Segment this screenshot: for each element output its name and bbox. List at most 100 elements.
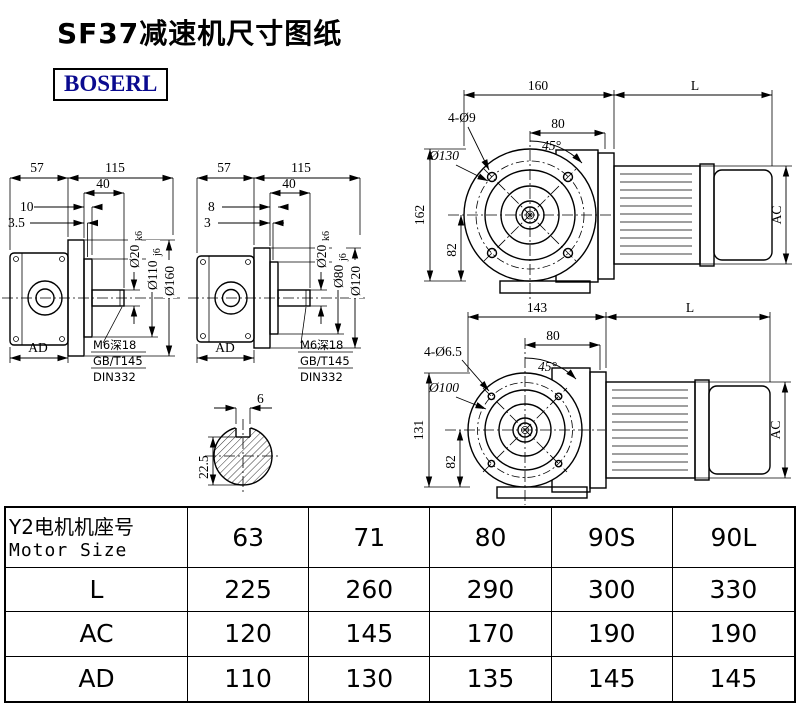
dim-depth: 22.5 [196, 455, 211, 479]
table-cell: 225 [188, 568, 310, 613]
page-title: SF37减速机尺寸图纸 [57, 17, 343, 50]
svg-text:k6: k6 [134, 231, 145, 241]
svg-text:131: 131 [411, 420, 426, 440]
shaft-cross-section: 6 22.5 [196, 391, 281, 494]
dim-AC: AC [768, 421, 783, 440]
tap-note-1: M6深18 [300, 338, 343, 352]
motor-mount-plate [597, 152, 615, 280]
bolt-hole [486, 247, 498, 259]
dim-AD: AD [215, 340, 235, 355]
dim-flange-dia: Ø120 [348, 260, 363, 298]
dim-131: 131 [411, 420, 426, 440]
svg-text:Ø110: Ø110 [145, 260, 160, 290]
dimension-table: Y2电机机座号 Motor Size 63 71 80 90S 90L L 22… [4, 506, 796, 703]
bolt-hole [487, 392, 496, 401]
table-cell: 110 [188, 656, 310, 701]
svg-text:Ø120: Ø120 [348, 266, 363, 296]
output-shaft [277, 289, 311, 307]
dim-115: 115 [105, 160, 125, 175]
bolt-hole [487, 459, 496, 468]
tap-note-1: M6深18 [93, 338, 136, 352]
motor-fins [612, 389, 688, 471]
bolt-hole [554, 459, 563, 468]
motor-size-label-en: Motor Size [9, 539, 128, 561]
dim-L: L [686, 300, 694, 315]
tap-note-2: GB/T145 [93, 354, 143, 368]
dim-40: 40 [282, 176, 296, 191]
dim-L: L [691, 78, 699, 93]
svg-text:j6: j6 [338, 253, 349, 262]
dim-80: 80 [551, 116, 565, 131]
table-cell: 260 [309, 568, 431, 613]
fan-cowl [708, 385, 771, 475]
dim-3-5: 3.5 [8, 215, 25, 230]
dim-82: 82 [443, 455, 458, 469]
svg-text:82: 82 [443, 455, 458, 469]
dim-angle: 45° [542, 138, 562, 153]
table-cell: 190 [672, 612, 794, 657]
dim-holes: 4-Ø6.5 [424, 344, 462, 359]
bolt-hole [554, 392, 563, 401]
bolt-hole [562, 171, 574, 183]
table-header-motor-size: Y2电机机座号 Motor Size [6, 508, 188, 568]
svg-text:AC: AC [768, 421, 783, 440]
assembly-view-bottom: 143 L 80 4-Ø6.5 45° Ø100 131 82 AC [411, 300, 791, 505]
fan-cowl [713, 169, 773, 261]
dim-115: 115 [291, 160, 311, 175]
motor-size-90L: 90L [672, 508, 794, 568]
svg-text:22.5: 22.5 [196, 455, 211, 479]
table-cell: 145 [709, 664, 758, 694]
dim-bolt-circle: Ø130 [428, 148, 459, 163]
table-cell: 120 [188, 612, 310, 657]
svg-text:AC: AC [769, 206, 784, 225]
svg-text:Ø20: Ø20 [314, 245, 329, 268]
table-cell: 300 [551, 568, 673, 613]
tap-note-2: GB/T145 [300, 354, 350, 368]
svg-text:k6: k6 [321, 231, 332, 241]
dim-10: 10 [20, 199, 34, 214]
assembly-view-top: 160 L 4-Ø9 80 45° Ø130 162 82 AC [412, 78, 792, 300]
svg-text:162: 162 [412, 205, 427, 225]
motor-size-80: 80 [430, 508, 552, 568]
svg-text:82: 82 [444, 243, 459, 257]
bolt-hole [562, 247, 574, 259]
table-cell: 145 [552, 656, 673, 701]
svg-text:Ø80: Ø80 [331, 265, 346, 288]
dim-143: 143 [527, 300, 548, 315]
row-label-L: L [6, 568, 188, 613]
table-cell: 170 [430, 612, 552, 657]
dim-80: 80 [546, 328, 560, 343]
svg-text:j6: j6 [152, 248, 163, 257]
motor-size-label-cn: Y2电机机座号 [9, 514, 134, 539]
bolt-circle [477, 382, 573, 478]
motor-fins [620, 173, 692, 255]
dim-160: 160 [528, 78, 549, 93]
dim-AC: AC [769, 206, 784, 225]
row-label-AC: AC [6, 612, 188, 657]
svg-text:Ø20: Ø20 [127, 245, 142, 268]
housing [196, 255, 255, 343]
housing-foot [496, 486, 588, 499]
table-cell: 130 [309, 656, 431, 701]
dim-AD: AD [28, 340, 48, 355]
technical-drawing-canvas: 160 L 4-Ø9 80 45° Ø130 162 82 AC [2, 78, 792, 505]
output-shaft [91, 289, 125, 307]
dim-57: 57 [217, 160, 231, 175]
svg-text:Ø160: Ø160 [162, 266, 177, 296]
dim-57: 57 [30, 160, 44, 175]
row-label-AD: AD [6, 656, 188, 701]
dim-spigot-dia: Ø110 j6 [145, 240, 163, 292]
table-cell: 290 [430, 568, 552, 613]
brand-logo: BOSERL [53, 68, 169, 101]
table-cell: 190 [551, 612, 673, 657]
dim-angle: 45° [538, 359, 558, 374]
dim-key-width: 6 [257, 391, 264, 406]
dim-162: 162 [412, 205, 427, 225]
tap-note-3: DIN332 [93, 370, 136, 384]
